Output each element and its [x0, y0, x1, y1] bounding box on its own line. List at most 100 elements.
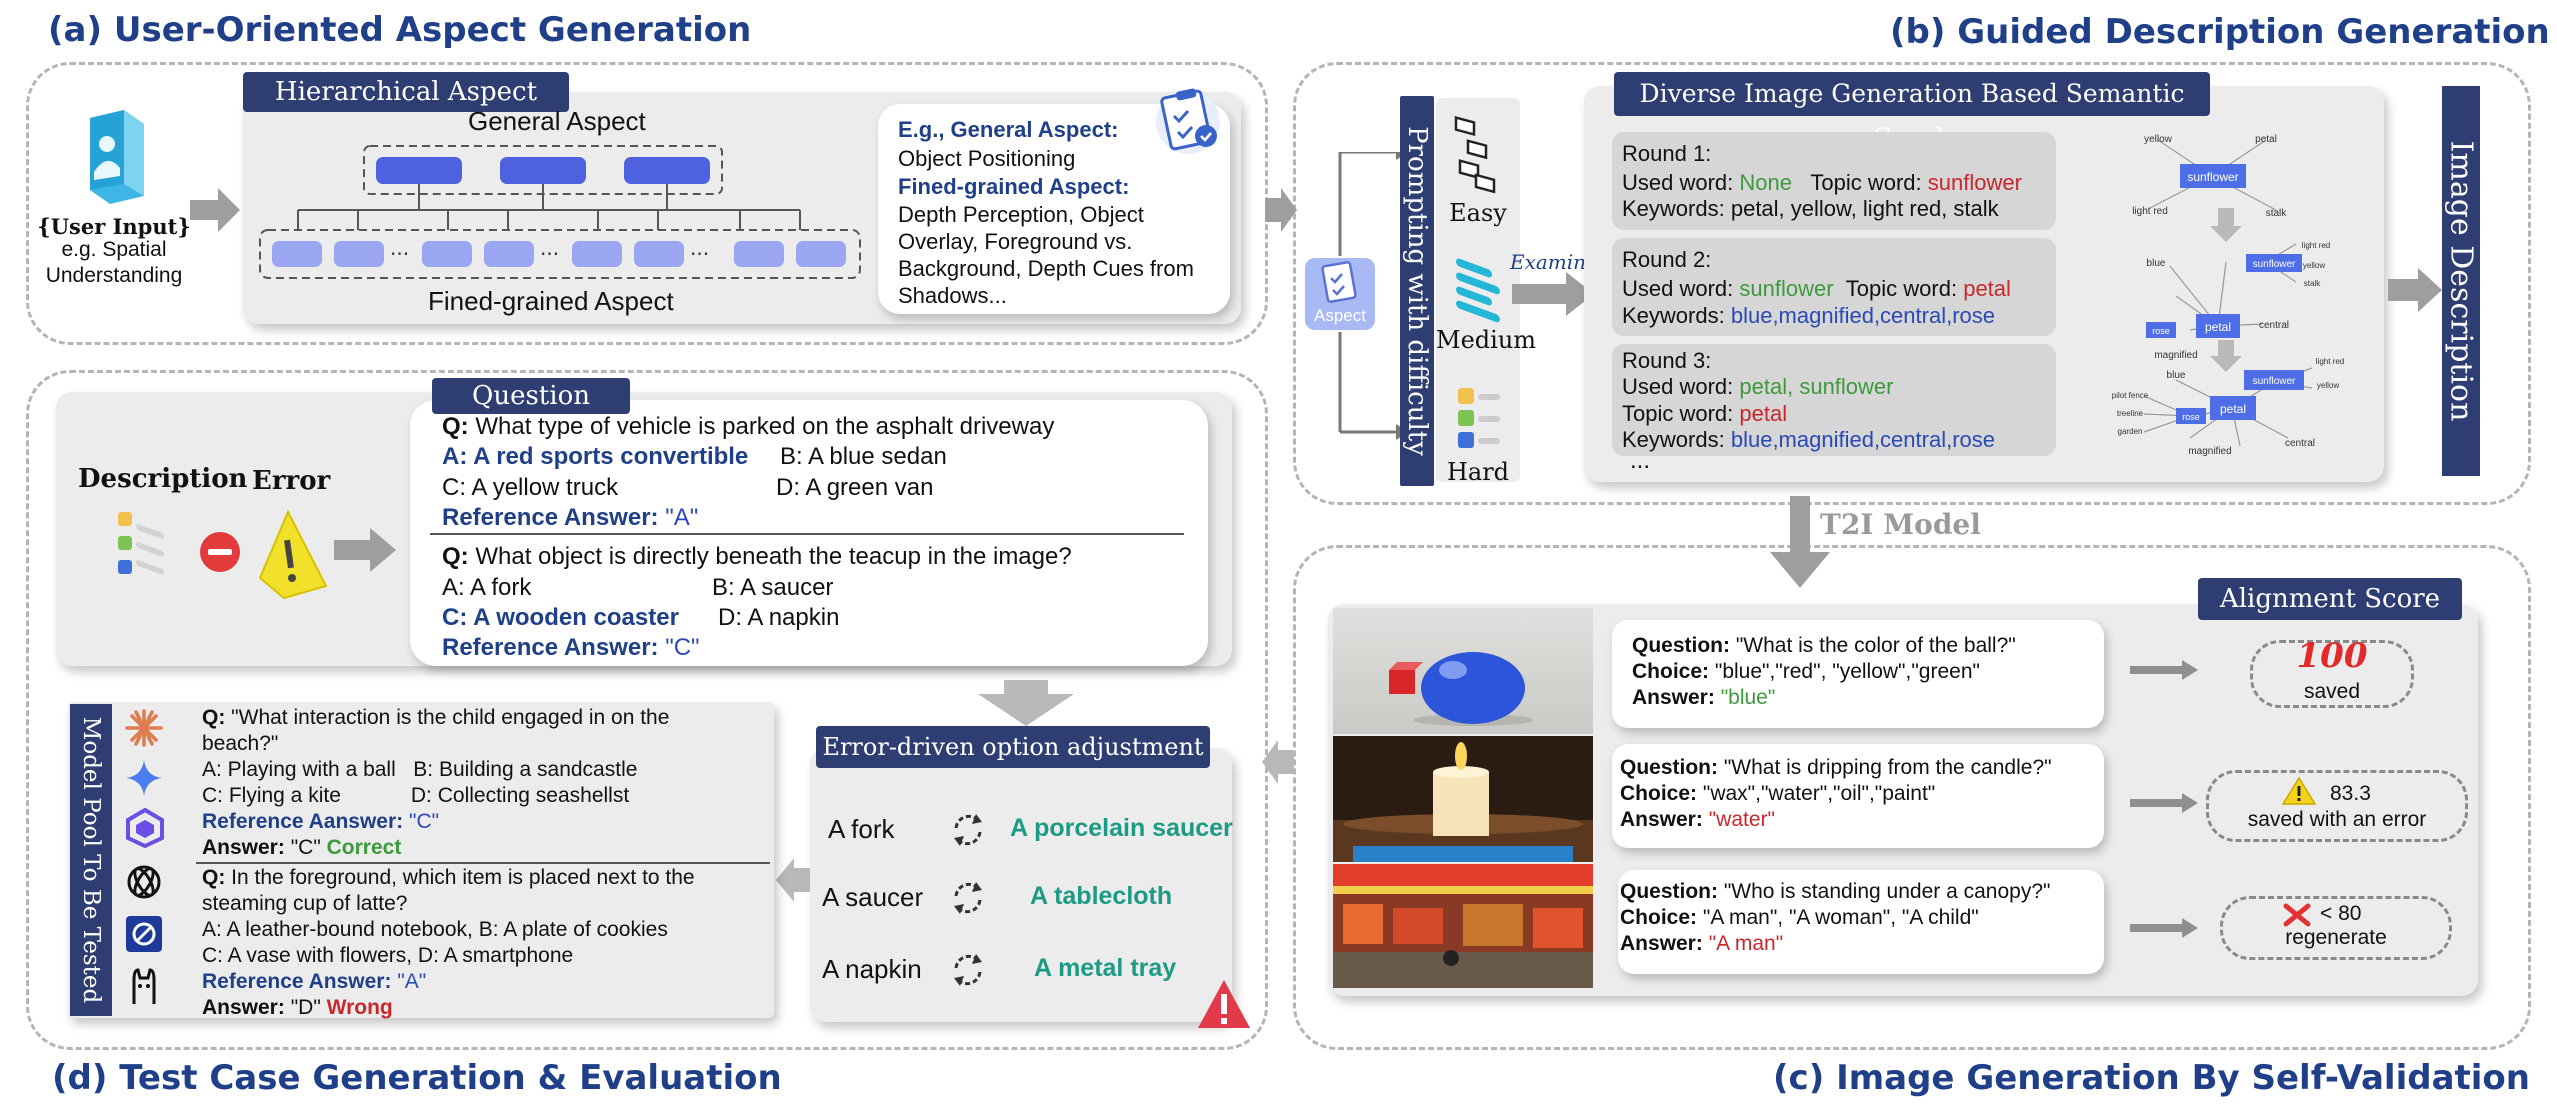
ball-image — [1333, 608, 1593, 734]
q2-option-b: B: A saucer — [712, 574, 834, 601]
g3-center: petal — [2220, 402, 2246, 416]
prompting-label: Prompting with difficulty — [1402, 126, 1432, 456]
g2-n7: central — [2259, 320, 2289, 331]
aspect-tree: ··· ··· ··· — [258, 140, 870, 291]
q2-option-c: C: A wooden coaster — [442, 604, 679, 631]
g3-n5: garden — [2118, 427, 2143, 436]
minus-icon — [198, 530, 242, 579]
qa-card-1 — [1612, 620, 2104, 728]
q1-option-d: D: A green van — [776, 474, 934, 501]
example-fine-label: Fined-grained Aspect: — [898, 174, 1130, 199]
round-1-title: Round 1: — [1622, 141, 1712, 166]
q1-option-b: B: A blue sedan — [780, 443, 947, 470]
arrow-score-3 — [2130, 918, 2200, 943]
round-3-keywords: Keywords: blue,magnified,central,rose — [1622, 427, 1995, 452]
arrow-d-right — [334, 528, 398, 577]
g3-n4: treeline — [2117, 409, 2144, 418]
internvl-icon — [124, 914, 164, 959]
title-d: (d) Test Case Generation & Evaluation — [52, 1058, 782, 1098]
score-box-1 — [2250, 640, 2414, 708]
p2-reference: Reference Answer: "A" — [202, 970, 427, 993]
error-warning-icon — [254, 508, 334, 605]
arrow-down-to-adjust — [978, 680, 1076, 733]
title-b: (b) Guided Description Generation — [1890, 12, 2550, 52]
p1-reference: Reference Aanswer: "C" — [202, 810, 440, 833]
q2-option-d: D: A napkin — [718, 604, 840, 631]
swap-icon-2 — [948, 878, 988, 923]
g2-top: sunflower — [2253, 259, 2296, 270]
qa1-choice: Choice: "blue","red", "yellow","green" — [1632, 660, 1980, 683]
question-divider — [430, 533, 1184, 535]
score-3-label: regenerate — [2285, 926, 2387, 949]
t2i-label: T2I Model — [1820, 508, 1981, 541]
qa3-question: Question: "Who is standing under a canop… — [1620, 880, 2051, 903]
g2-n3: light red — [2302, 241, 2330, 250]
prompting-bar — [1400, 96, 1434, 486]
fine-aspect-label: Fined-grained Aspect — [428, 286, 674, 316]
title-a: (a) User-Oriented Aspect Generation — [48, 10, 752, 50]
q1-option-c: C: A yellow truck — [442, 474, 619, 501]
q2-reference: Reference Answer: "C" — [442, 634, 700, 661]
hundred-icon: 100 — [2296, 636, 2368, 676]
model-pool-label: Model Pool To Be Tested — [78, 716, 104, 1004]
model-pool-bar — [70, 704, 112, 1016]
t2i-arrow — [1768, 496, 1832, 595]
svg-text:···: ··· — [540, 242, 559, 266]
general-aspect-label: General Aspect — [468, 106, 646, 136]
user-input-example-2: Understanding — [45, 264, 183, 287]
semantic-graph: sunflower yellow petal light red stalk s… — [2080, 118, 2372, 483]
arrow-score-2 — [2130, 793, 2200, 818]
q2-option-a: A: A fork — [442, 574, 532, 601]
score-2-label: saved with an error — [2247, 808, 2427, 831]
section-c-border — [1293, 545, 2531, 1050]
question-header: Question — [432, 378, 630, 414]
easy-label: Easy — [1449, 199, 1507, 227]
description-label: Description — [78, 464, 248, 494]
model-pool-panel — [68, 702, 774, 1018]
pool-divider — [196, 862, 770, 864]
g3-n9: yellow — [2317, 381, 2339, 390]
round-3-title: Round 3: — [1622, 348, 1712, 373]
round-3-used: Used word: petal, sunflower — [1622, 374, 1894, 399]
round-2-title: Round 2: — [1622, 247, 1712, 272]
g2-center: petal — [2205, 320, 2231, 334]
qa1-question: Question: "What is the color of the ball… — [1632, 634, 2016, 657]
arrow-adjust-to-pool — [776, 858, 812, 907]
qa2-choice: Choice: "wax","water","oil","paint" — [1620, 782, 1936, 805]
difficulty-panel — [1436, 98, 1520, 482]
section-d-border — [26, 370, 1268, 1050]
score-2-value: 83.3 — [2330, 782, 2371, 805]
g3-n2: rose — [2182, 412, 2200, 422]
swap-icon-1 — [948, 810, 988, 855]
candle-image — [1333, 736, 1593, 862]
aspect-doc-icon — [1305, 258, 1375, 330]
p1-question-2: beach?" — [202, 732, 279, 755]
aspect-connector — [1338, 144, 1408, 447]
adj-from-3: A napkin — [822, 954, 922, 984]
round-2-keywords: Keywords: blue,magnified,central,rose — [1622, 303, 1995, 328]
score-1-label: saved — [2303, 680, 2361, 703]
q1-text: Q: What type of vehicle is parked on the… — [442, 413, 1055, 440]
adj-to-3: A metal tray — [1034, 954, 1177, 982]
title-c: (c) Image Generation By Self-Validation — [1773, 1058, 2530, 1098]
qa-card-3 — [1618, 870, 2104, 974]
g2-n2: rose — [2152, 326, 2170, 336]
claude-icon — [124, 708, 164, 753]
round-1-used: Used word: None Topic word: sunflower — [1622, 170, 2022, 195]
p2-answer: Answer: "D" Wrong — [202, 996, 393, 1019]
qa2-question: Question: "What is dripping from the can… — [1620, 756, 2052, 779]
g3-top: sunflower — [2253, 376, 2296, 387]
image-description-label: Image Description — [2443, 140, 2479, 422]
round-1-keywords: Keywords: petal, yellow, light red, stal… — [1622, 196, 1999, 221]
g2-n5: stalk — [2304, 279, 2321, 288]
score-box-2 — [2206, 770, 2468, 842]
adjust-header: Error-driven option adjustment — [816, 726, 1210, 768]
g3-n1: blue — [2167, 370, 2186, 381]
p2-question-2: steaming cup of latte? — [202, 892, 408, 915]
round-1-box — [1612, 132, 2056, 230]
cross-icon — [2282, 902, 2312, 933]
description-icon — [116, 508, 170, 599]
arrow-score-1 — [2130, 660, 2200, 685]
alignment-score-header: Alignment Score — [2198, 578, 2462, 620]
g1-n4: stalk — [2266, 208, 2288, 219]
